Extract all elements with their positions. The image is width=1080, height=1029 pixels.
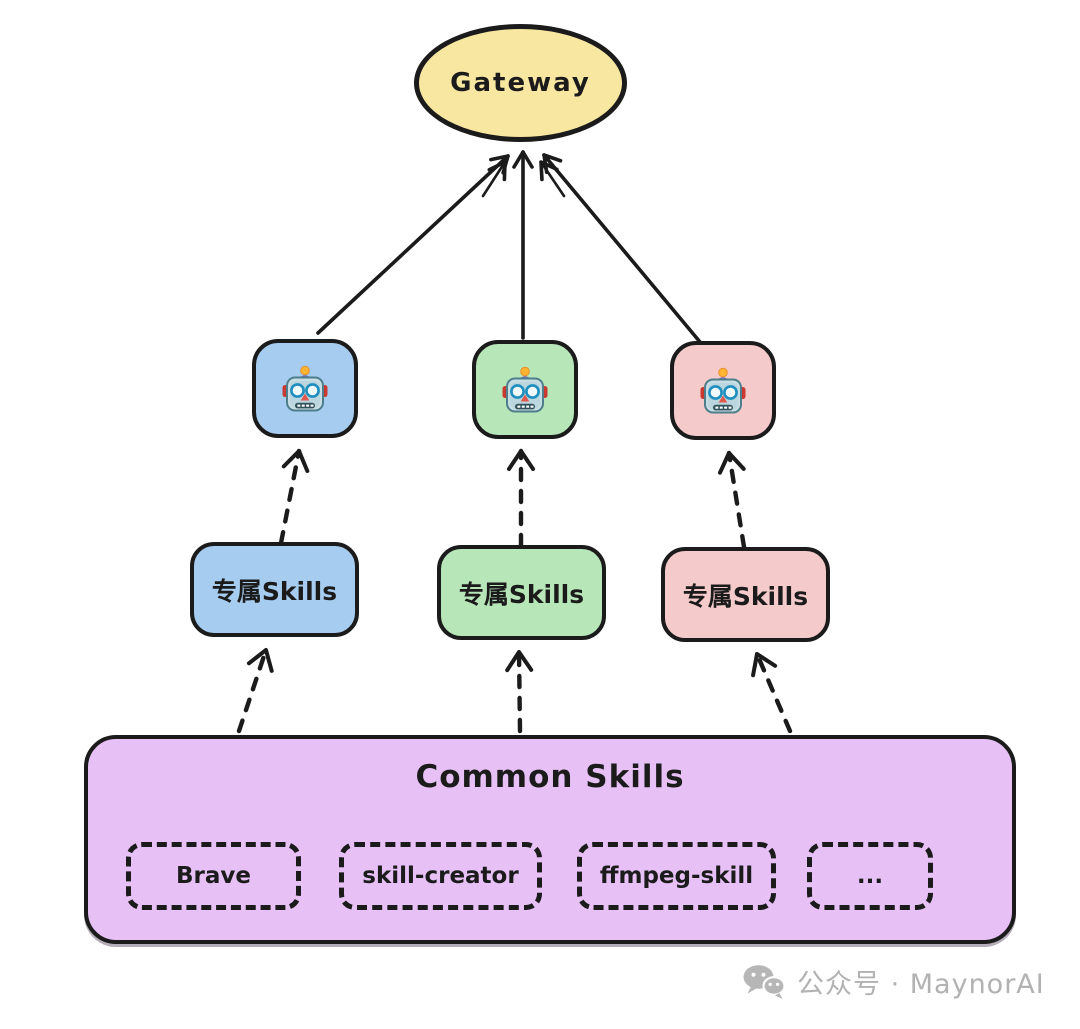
common-skills-title: Common Skills <box>415 759 685 795</box>
skill-chip-ffmpeg-skill[interactable]: ffmpeg-skill <box>577 842 776 910</box>
skill-chip-label: ... <box>856 863 884 889</box>
exclusive-skills-box-green[interactable]: 专属Skills <box>437 545 606 640</box>
skill-chip-skill-creator[interactable]: skill-creator <box>339 842 542 910</box>
exclusive-skills-label: 专属Skills <box>682 581 809 611</box>
agent-node-green[interactable] <box>472 340 578 439</box>
robot-icon <box>700 367 746 413</box>
exclusive-skills-label: 专属Skills <box>211 576 338 606</box>
skill-chip-label: ffmpeg-skill <box>599 863 754 889</box>
exclusive-skills-box-pink[interactable]: 专属Skills <box>661 547 830 642</box>
exclusive-skills-label: 专属Skills <box>458 579 585 609</box>
dashed-arrows-skills-to-agents <box>278 448 747 550</box>
robot-icon <box>502 366 548 412</box>
agent-node-blue[interactable] <box>252 339 358 438</box>
gateway-node[interactable]: Gateway <box>414 24 627 142</box>
skill-chip-label: skill-creator <box>362 863 519 889</box>
skill-chip-label: Brave <box>176 863 251 889</box>
robot-icon <box>282 365 328 411</box>
skill-chip-more[interactable]: ... <box>807 842 933 910</box>
watermark-text: 公众号 · MaynorAI <box>797 969 1045 1000</box>
skill-chip-brave[interactable]: Brave <box>126 842 301 910</box>
dashed-arrows-common-to-skills <box>236 647 793 734</box>
agent-node-pink[interactable] <box>670 341 776 440</box>
solid-arrows-agents-to-gateway <box>316 150 702 344</box>
exclusive-skills-box-blue[interactable]: 专属Skills <box>190 542 359 637</box>
watermark: 公众号 · MaynorAI <box>742 962 1045 1001</box>
wechat-icon <box>743 964 786 999</box>
common-skills-box[interactable]: Common Skills Brave skill-creator ffmpeg… <box>84 735 1016 944</box>
gateway-label: Gateway <box>450 68 591 98</box>
